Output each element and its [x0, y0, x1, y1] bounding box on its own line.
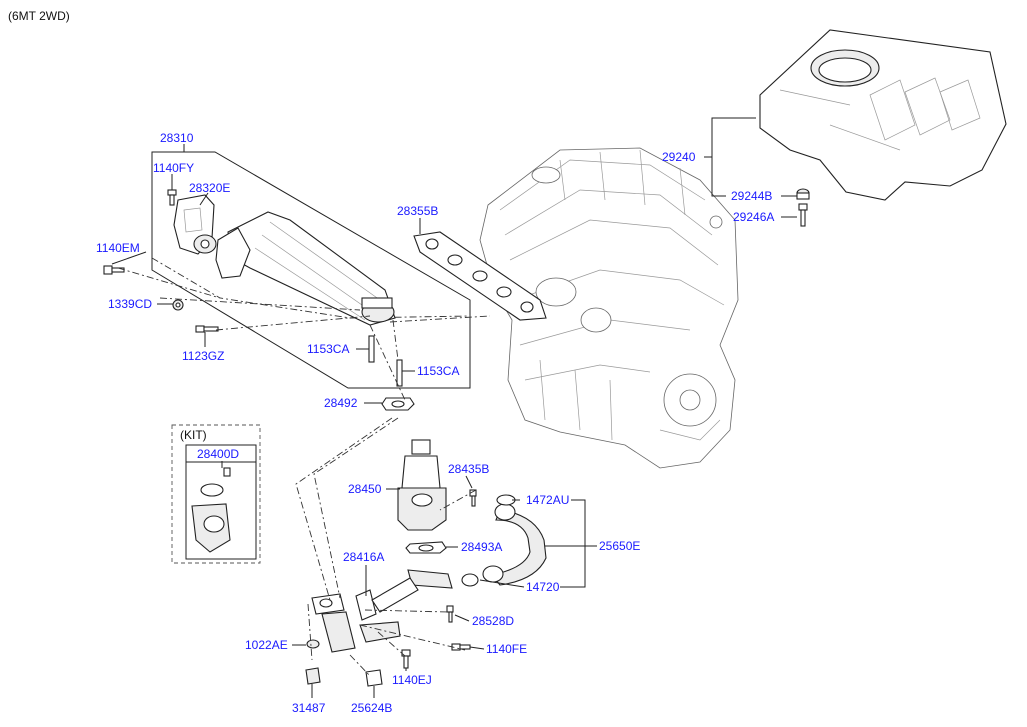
- nut-1339cd-illustration: [172, 299, 184, 311]
- label-28492[interactable]: 28492: [324, 396, 358, 410]
- bolt-1140fy-illustration: [167, 189, 177, 206]
- label-28320e[interactable]: 28320E: [189, 181, 230, 195]
- nut-1022ae-illustration: [306, 639, 320, 649]
- egr-pipe-28416a-illustration: [311, 569, 453, 653]
- clamp-14720-illustration: [461, 573, 479, 587]
- engine-block-illustration: [479, 147, 739, 469]
- clip-25624b-illustration: [365, 669, 383, 687]
- gasket-28493a-illustration: [405, 541, 447, 554]
- label-1140em[interactable]: 1140EM: [96, 241, 140, 255]
- hose-25650e-illustration: [482, 503, 547, 586]
- label-28310[interactable]: 28310: [160, 131, 194, 145]
- manifold-gasket-28355b-illustration: [413, 231, 547, 321]
- bolt-28528d-illustration: [446, 605, 454, 623]
- bolt-1140ej-illustration: [401, 649, 411, 669]
- label-1123gz[interactable]: 1123GZ: [182, 349, 224, 363]
- label-28435b[interactable]: 28435B: [448, 462, 489, 476]
- actuator-28320e-illustration: [173, 194, 217, 255]
- bolt-1123gz-illustration: [195, 325, 219, 333]
- egr-cooler-illustration: [215, 211, 396, 326]
- label-28355b[interactable]: 28355B: [397, 204, 438, 218]
- engine-cover-illustration: [759, 29, 1007, 201]
- egr-valve-28450-illustration: [397, 439, 447, 531]
- label-28400d[interactable]: 28400D: [197, 447, 239, 461]
- label-29244b[interactable]: 29244B: [731, 189, 772, 203]
- bolt-1140fe-illustration: [451, 643, 471, 651]
- label-31487[interactable]: 31487: [292, 701, 326, 715]
- bolt-29246a-illustration: [798, 203, 808, 227]
- label-25624b[interactable]: 25624B: [351, 701, 392, 715]
- label-28493a[interactable]: 28493A: [461, 540, 502, 554]
- stud-1153ca-a-illustration: [368, 335, 375, 363]
- label-1140fy[interactable]: 1140FY: [153, 161, 194, 175]
- label-1472au[interactable]: 1472AU: [526, 493, 569, 507]
- gasket-28492-illustration: [381, 397, 415, 411]
- dashed-routing-lines: [117, 267, 491, 677]
- stud-1153ca-b-illustration: [396, 359, 403, 387]
- variant-caption: (6MT 2WD): [8, 9, 70, 23]
- label-29240[interactable]: 29240: [662, 150, 696, 164]
- label-1153ca-a[interactable]: 1153CA: [307, 342, 349, 356]
- label-1153ca-b[interactable]: 1153CA: [417, 364, 459, 378]
- grommet-29244b-illustration: [796, 188, 810, 200]
- label-1022ae[interactable]: 1022AE: [245, 638, 288, 652]
- kit-title: (KIT): [180, 428, 207, 442]
- egr-cooler-frame: [151, 151, 471, 389]
- kit-egr-valve-illustration: [191, 467, 231, 553]
- bolt-1140em-illustration: [103, 265, 125, 275]
- label-25650e[interactable]: 25650E: [599, 539, 640, 553]
- kit-box: [171, 424, 261, 564]
- label-14720[interactable]: 14720: [526, 580, 560, 594]
- label-1140fe[interactable]: 1140FE: [486, 642, 527, 656]
- label-28416a[interactable]: 28416A: [343, 550, 384, 564]
- bracket-31487-illustration: [305, 667, 321, 685]
- label-29246a[interactable]: 29246A: [733, 210, 774, 224]
- label-28450[interactable]: 28450: [348, 482, 382, 496]
- label-28528d[interactable]: 28528D: [472, 614, 514, 628]
- label-1140ej[interactable]: 1140EJ: [392, 673, 432, 687]
- leader-lines: [111, 117, 797, 698]
- label-1339cd[interactable]: 1339CD: [108, 297, 152, 311]
